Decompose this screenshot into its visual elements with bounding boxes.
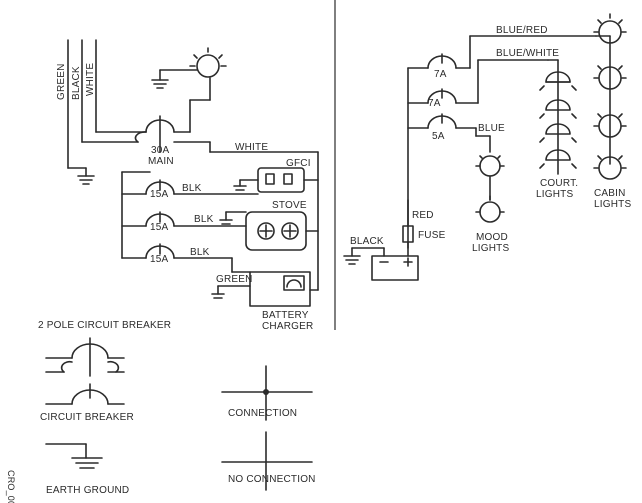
light-bulb-icon	[593, 65, 627, 90]
main-label: MAIN	[148, 156, 174, 167]
stove	[219, 211, 319, 251]
breaker-15a-2	[145, 211, 175, 227]
breaker-5a	[427, 113, 457, 129]
breaker-15a-1-label: 15A	[150, 189, 169, 200]
ground-symbol	[151, 69, 169, 89]
no-connection-symbol	[221, 431, 313, 491]
battery-charger-line1: BATTERY	[262, 310, 309, 321]
blk-2: BLK	[194, 214, 214, 225]
connection-symbol	[221, 365, 313, 421]
court-lights-1: COURT.	[540, 178, 578, 189]
ground-symbol	[77, 167, 95, 185]
legend-no-connection-label: NO CONNECTION	[228, 474, 316, 485]
gfci-outlet	[233, 167, 319, 193]
light-bulb-icon	[593, 155, 627, 180]
figure-code: CRO_002	[6, 470, 16, 503]
legend-connection-label: CONNECTION	[228, 408, 297, 419]
charger-green-label: GREEN	[216, 274, 253, 285]
main-breaker-30a	[134, 115, 175, 153]
wire-green-label: GREEN	[56, 63, 67, 100]
cabin-lights-1: CABIN	[594, 188, 626, 199]
cabin-lights-2: LIGHTS	[594, 199, 631, 210]
breaker-15a-3-label: 15A	[150, 254, 169, 265]
battery-charger	[211, 257, 319, 307]
battery	[371, 247, 419, 281]
two-pole-breaker-symbol	[45, 337, 125, 377]
courtesy-light-icon	[539, 71, 577, 91]
light-bulb-icon	[475, 155, 505, 177]
ground-symbol	[343, 247, 361, 265]
blue-red-label: BLUE/RED	[496, 25, 548, 36]
breaker-7a-2	[427, 88, 457, 104]
courtesy-light-icon	[539, 123, 577, 143]
breaker-15a-2-label: 15A	[150, 222, 169, 233]
breaker-7a-1	[427, 53, 457, 69]
legend-two-pole-label: 2 POLE CIRCUIT BREAKER	[38, 320, 171, 331]
blue-label: BLUE	[478, 123, 505, 134]
wire-black-label: BLACK	[71, 66, 82, 100]
light-bulb-icon	[189, 47, 227, 78]
earth-ground-symbol	[45, 443, 103, 469]
main-rating: 30A	[151, 145, 170, 156]
legend: 2 POLE CIRCUIT BREAKER CIRCUIT BREAKER E…	[6, 320, 316, 503]
breaker-15a-1	[145, 179, 175, 195]
breaker-7a-1-label: 7A	[434, 69, 447, 80]
red-label: RED	[412, 210, 434, 221]
battery-charger-line2: CHARGER	[262, 321, 313, 332]
fuse-label: FUSE	[418, 230, 446, 241]
black-label: BLACK	[350, 236, 384, 247]
stove-label: STOVE	[272, 200, 307, 211]
light-bulb-icon	[593, 113, 627, 138]
breaker-5a-label: 5A	[432, 131, 445, 142]
breaker-7a-2-label: 7A	[428, 98, 441, 109]
blk-1: BLK	[182, 183, 202, 194]
courtesy-light-icon	[539, 99, 577, 119]
mood-lights-1: MOOD	[476, 232, 508, 243]
ac-circuit: 30A MAIN WHITE	[56, 39, 319, 332]
legend-circuit-breaker-label: CIRCUIT BREAKER	[40, 412, 134, 423]
wire-white-label: WHITE	[85, 63, 96, 96]
court-lights-2: LIGHTS	[536, 189, 573, 200]
blk-3: BLK	[190, 247, 210, 258]
dc-circuit: 7A 7A 5A BLUE/RED BLUE/WHITE BLUE	[343, 13, 631, 281]
light-bulb-icon	[593, 13, 627, 44]
breaker-15a-3	[145, 243, 175, 259]
blue-white-label: BLUE/WHITE	[496, 48, 559, 59]
gfci-label: GFCI	[286, 158, 311, 169]
circuit-breaker-symbol	[45, 383, 125, 405]
legend-earth-ground-label: EARTH GROUND	[46, 485, 129, 496]
courtesy-light-icon	[539, 149, 577, 169]
mood-lights-2: LIGHTS	[472, 243, 509, 254]
light-bulb-icon	[475, 195, 505, 223]
white-label: WHITE	[235, 142, 268, 153]
